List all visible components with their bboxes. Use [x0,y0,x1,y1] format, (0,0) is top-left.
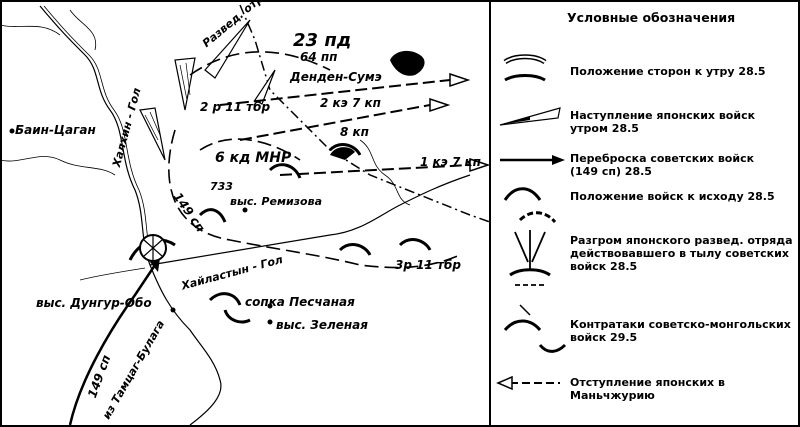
soviet-transfer-arrow [68,264,157,426]
legend-title: Условные обозначения [567,10,736,25]
positions-evening-icon [503,187,557,224]
unit-div23: 23 пд [293,30,352,51]
legend-item-3: Переброска советских войск (149 сп) 28.5 [570,152,755,178]
border-line [239,4,491,223]
soviet-positions [128,143,432,324]
counterattack-icon [503,304,567,353]
place-peschanaya: сопка Песчаная [245,295,355,309]
soviet-transfer-icon [500,155,565,165]
legend-item-7: Отступление японских в Маньчжурию [570,376,725,402]
unit-bat2rp11: 2 р 11 тбр [200,100,271,114]
unit-reg8: 8 кп [340,125,369,139]
khalkhin-gol-river [39,5,222,426]
place-dot [9,128,15,134]
legend-item-2: Наступление японских войск утром 28.5 [570,109,756,135]
place-remizova: выс. Ремизова [230,195,322,208]
retreat-icon [496,375,560,391]
legend-item-6: Контратаки советско-монгольских войск 29… [570,318,791,344]
positions-morning-icon [503,54,547,82]
place-baintsagan: Баин-Цаган [15,123,96,137]
legend-item-4: Положение войск к исходу 28.5 [570,190,775,203]
legend-item-5: Разгром японского развед. отряда действо… [570,234,793,273]
place-dungurobo: выс. Дунгур-Обо [36,296,152,310]
japanese-position-blob [390,50,425,76]
japanese-advance-wedges [139,19,276,161]
legend-item-1: Положение сторон к утру 28.5 [570,65,766,78]
khailastyn-gol-river [149,174,471,266]
unit-bat3p11: 3р 11 тбр [395,258,461,272]
unit-bat2kz7: 2 кэ 7 кп [320,96,381,110]
recon-defeat-icon [509,230,551,286]
place-zelenaya: выс. Зеленая [276,318,368,332]
unit-kz1: 1 кэ 7 кп [420,155,481,169]
unit-kd6: 6 кд МНР [215,150,292,166]
japanese-advance-icon [499,107,561,126]
unit-reg64: 64 пп [300,50,338,64]
height-733: 733 [210,180,233,193]
retreat-arrows [219,79,471,176]
place-dendensum: Денден-Сумэ [290,70,382,84]
